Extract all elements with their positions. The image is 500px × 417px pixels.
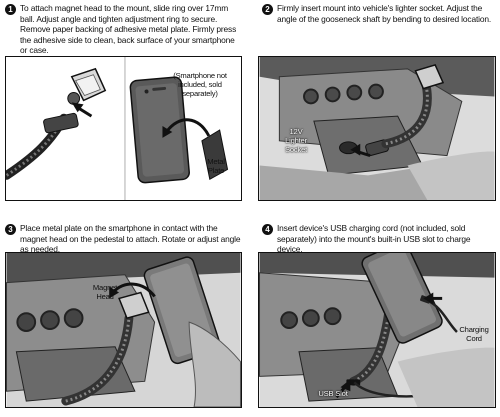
step-1-instruction: 1 To attach magnet head to the mount, sl… (5, 3, 243, 56)
step-3-instruction: 3 Place metal plate on the smartphone in… (5, 223, 243, 255)
step-2-number-badge: 2 (262, 4, 273, 15)
step-4-label-usb-slot: USB Slot (318, 389, 348, 398)
step-1-text: To attach magnet head to the mount, slid… (20, 3, 237, 56)
step-3-label-magnet-head: Magnet Head (92, 283, 118, 301)
step-2-instruction: 2 Firmly insert mount into vehicle's lig… (262, 3, 496, 24)
step-4-drawing (259, 253, 495, 407)
step-1-drawing (6, 57, 229, 200)
step-4-text: Insert device's USB charging cord (not i… (277, 223, 471, 255)
step-4-number-badge: 4 (262, 224, 273, 235)
step-2-text: Firmly insert mount into vehicle's light… (277, 3, 492, 24)
step-3-text: Place metal plate on the smartphone in c… (20, 223, 241, 255)
step-2-illustration: 12V Lighter Socket (258, 56, 496, 201)
step-4-illustration: Charging Cord USB Slot (258, 252, 496, 408)
step-1-number-badge: 1 (5, 4, 16, 15)
step-3-drawing (6, 253, 241, 407)
step-3-number-badge: 3 (5, 224, 16, 235)
step-4-label-charging-cord: Charging Cord (459, 325, 489, 343)
step-1-label-metal-plate: Metal Plate (207, 157, 225, 175)
step-1-label-smartphone: (Smartphone not included, sold separatel… (173, 71, 227, 98)
step-1-illustration: (Smartphone not included, sold separatel… (5, 56, 242, 201)
step-3-illustration: Magnet Head (5, 252, 242, 408)
step-2-label-lighter-socket: 12V Lighter Socket (284, 127, 307, 154)
step-4-instruction: 4 Insert device's USB charging cord (not… (262, 223, 496, 255)
step-2-drawing (259, 57, 495, 200)
